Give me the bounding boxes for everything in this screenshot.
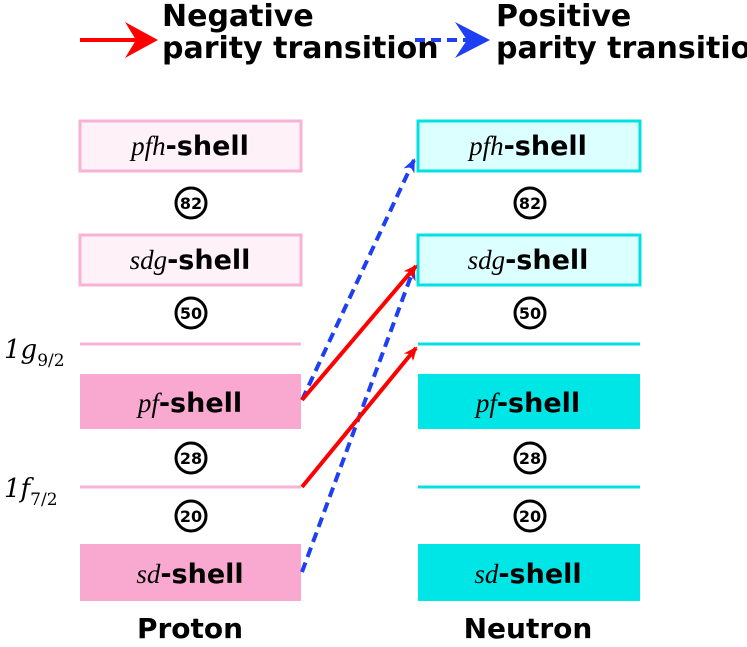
proton-shell-sdg-label: sdg-shell [130, 245, 251, 276]
neutron-shell-pf-box [418, 374, 640, 429]
proton-magic-82: 82 [174, 186, 208, 220]
proton-shell-pfh-box [78, 119, 303, 173]
proton-shell-sd-label: sd-shell [136, 559, 243, 590]
proton-shell-pf-box [80, 374, 301, 429]
positive-arrowhead-icon [455, 22, 490, 58]
proton-magic-50: 50 [174, 296, 208, 330]
svg-text:20: 20 [519, 507, 541, 526]
neutron-magic-50: 50 [513, 296, 547, 330]
neutron-magic-82: 82 [513, 186, 547, 220]
legend-negative-line2: parity transition [162, 31, 439, 66]
proton-column: pfh-shell 82 sdg-shell 50 1g9/2 pf-shell… [4, 119, 303, 645]
proton-shell-sdg-box [78, 233, 303, 287]
svg-text:50: 50 [180, 304, 202, 323]
svg-text:82: 82 [519, 194, 541, 213]
legend-negative: Negative parity transition [80, 0, 439, 66]
svg-text:50: 50 [519, 304, 541, 323]
neutron-shell-sdg-box [416, 233, 642, 287]
proton-column-label: Proton [137, 612, 243, 642]
proton-shell-sd-box [80, 544, 301, 601]
neutron-column: pfh-shell 82 sdg-shell 50 pf-shell 28 20 [416, 119, 642, 645]
neutron-shell-sd-box [418, 544, 640, 601]
legend-positive-line1: Positive [496, 0, 631, 34]
proton-level-g92-label: 1g9/2 [4, 335, 65, 371]
transition-negative-pf-to-sdg [300, 264, 418, 402]
proton-magic-20: 20 [174, 499, 208, 533]
proton-magic-28: 28 [174, 441, 208, 475]
proton-shell-pf-label: pf-shell [136, 388, 242, 419]
neutron-magic-20: 20 [513, 499, 547, 533]
transition-positive-pf-to-pfh [300, 158, 416, 401]
transitions [300, 158, 418, 573]
svg-text:82: 82 [180, 194, 202, 213]
neutron-shell-sdg-label: sdg-shell [468, 245, 589, 276]
legend-negative-line1: Negative [162, 0, 314, 34]
neutron-shell-pf-label: pf-shell [474, 388, 580, 419]
transition-negative-f72-to-g92 [300, 346, 418, 489]
neutron-column-label: Neutron [464, 612, 593, 642]
svg-text:20: 20 [180, 507, 202, 526]
neutron-magic-28: 28 [513, 441, 547, 475]
negative-arrowhead-icon [125, 22, 158, 58]
svg-text:28: 28 [519, 449, 541, 468]
neutron-shell-sd-label: sd-shell [474, 559, 581, 590]
proton-level-f72-label: 1f7/2 [4, 474, 58, 510]
proton-shell-pfh-label: pfh-shell [129, 131, 249, 162]
legend-positive: Positive parity transition [415, 0, 747, 66]
legend-positive-line2: parity transition [496, 31, 747, 66]
svg-text:28: 28 [180, 449, 202, 468]
neutron-shell-pfh-label: pfh-shell [467, 131, 587, 162]
neutron-shell-pfh-box [416, 119, 642, 173]
legend: Negative parity transition Positive pari… [80, 0, 747, 66]
